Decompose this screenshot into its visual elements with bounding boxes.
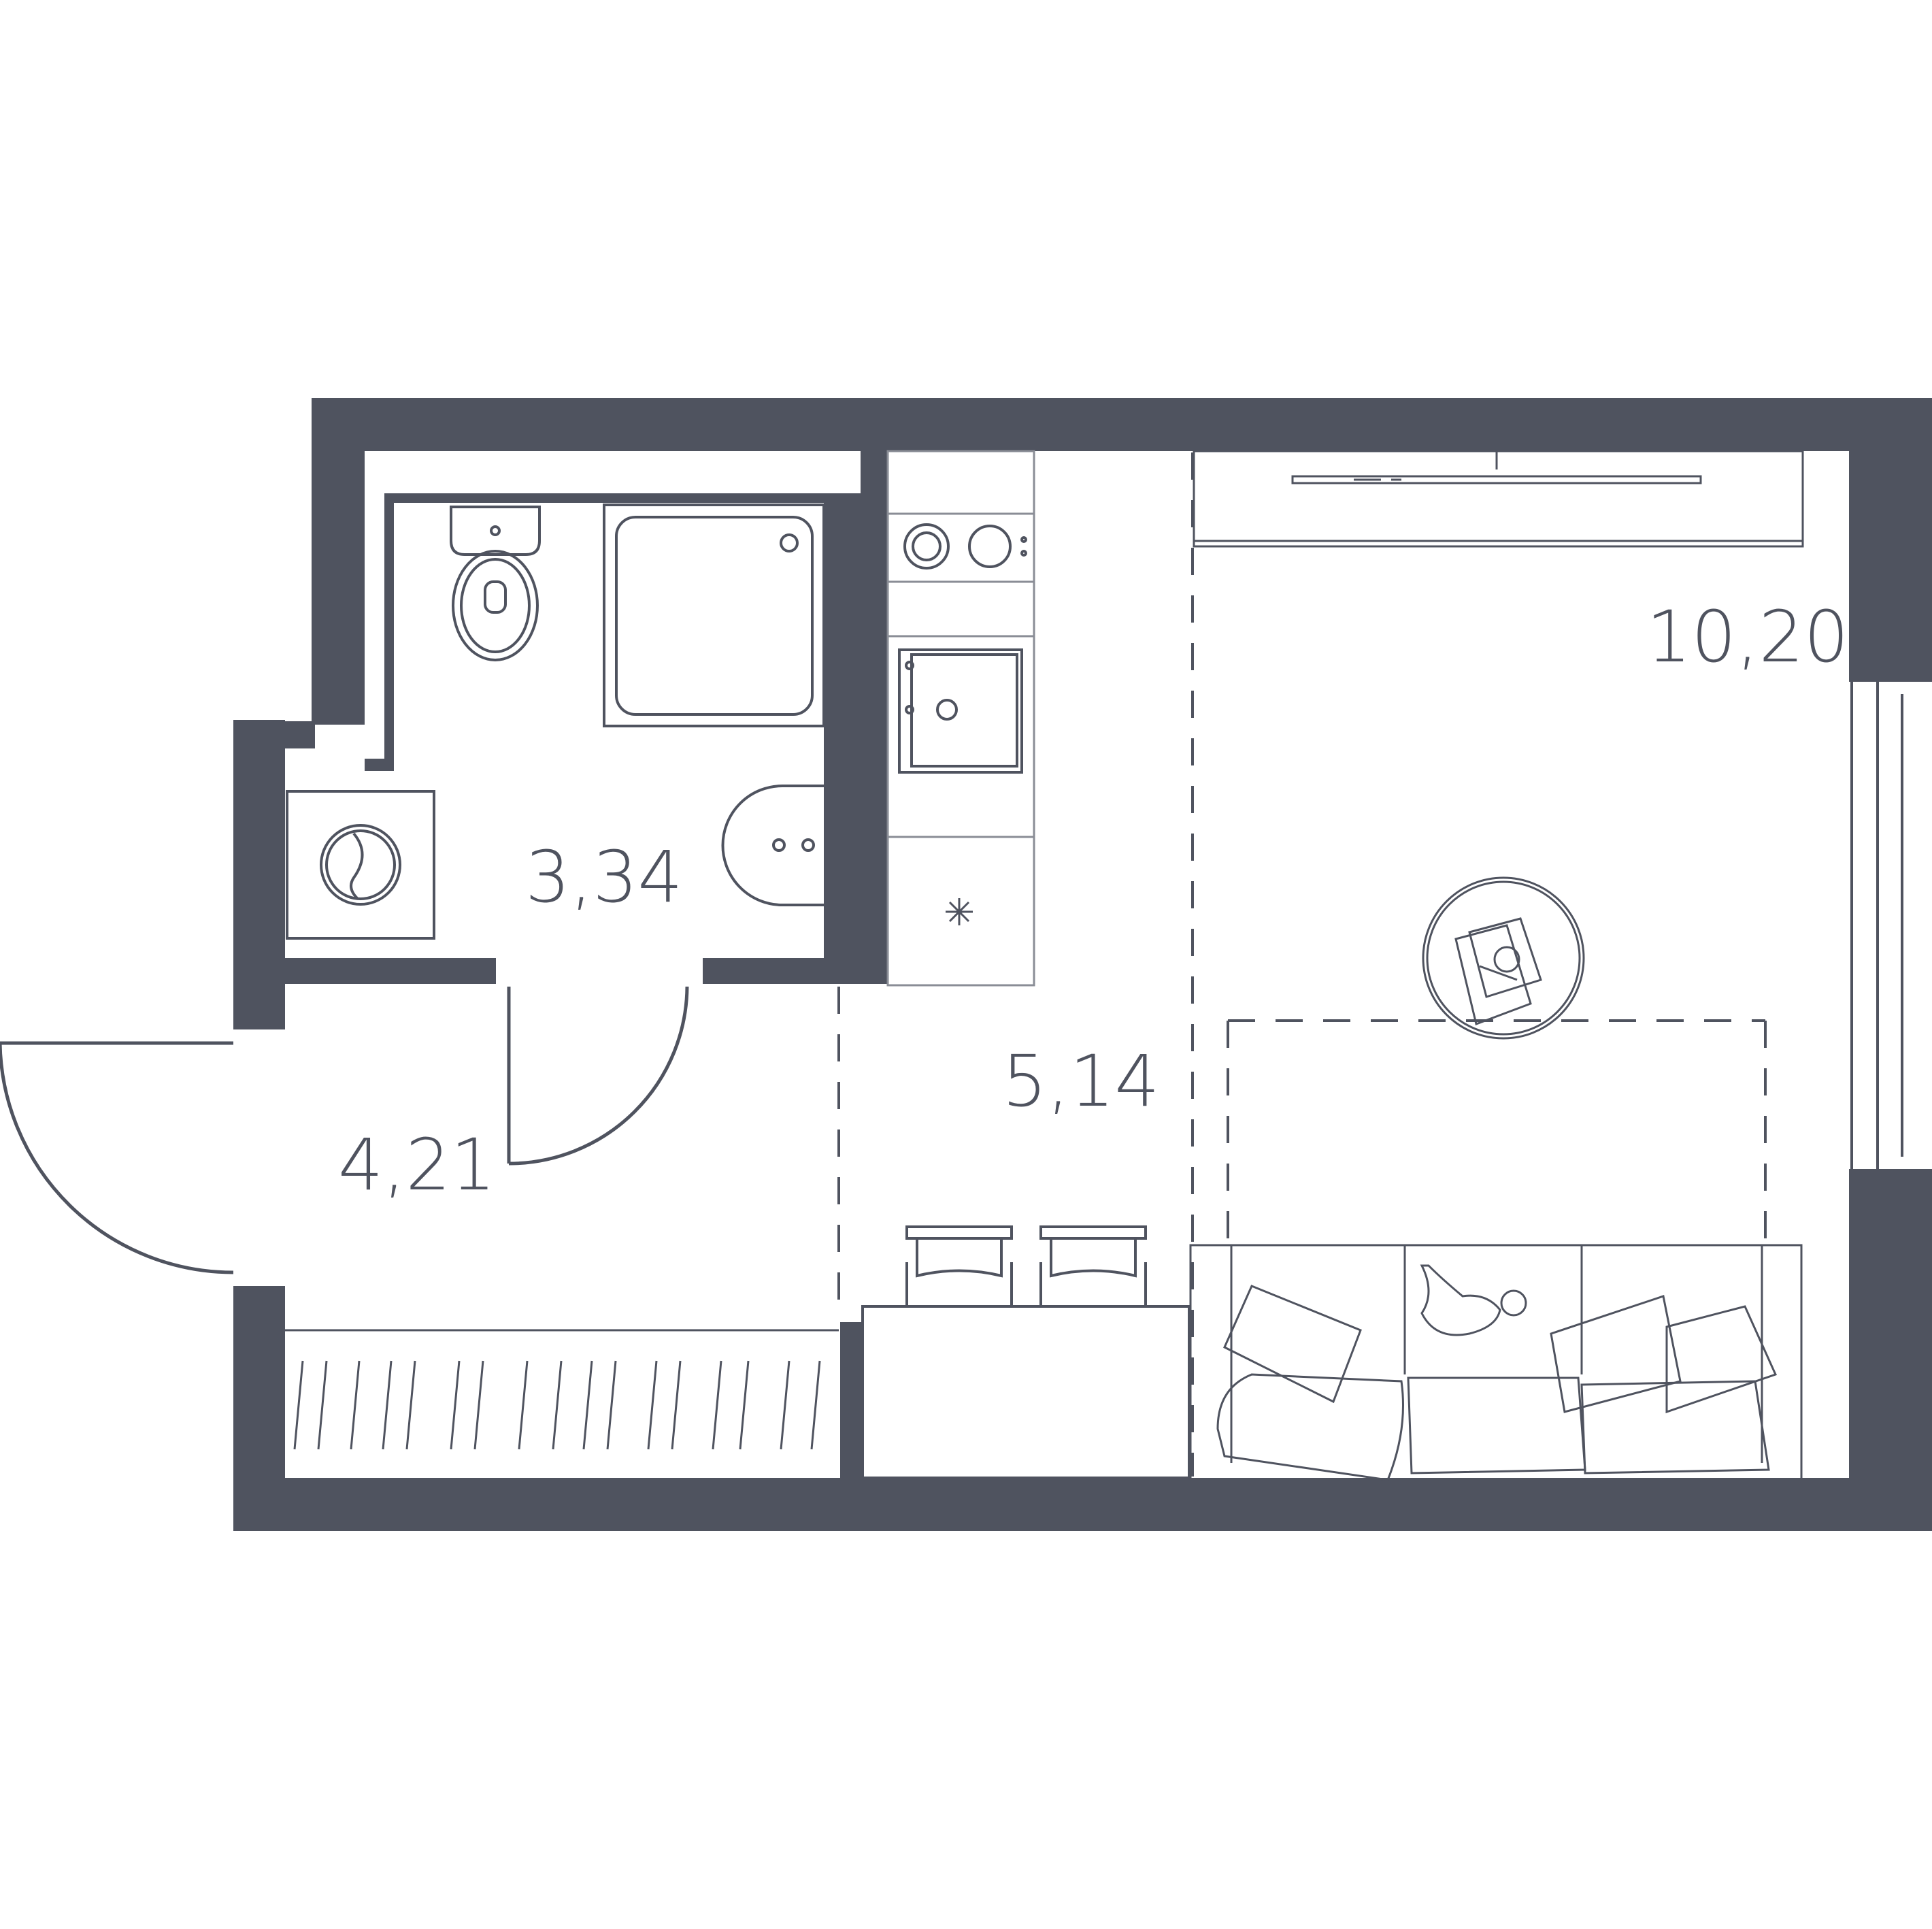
toilet-icon [450,506,541,661]
tv-icon [1193,450,1804,548]
washbasin-icon [721,785,824,906]
hob-icon [903,523,1027,570]
room-labels: 3,34 4,21 5,14 10,20 [338,595,1849,1206]
bathroom-area-label: 3,34 [525,836,683,919]
bathroom-door [507,986,689,1166]
washing-machine-icon [286,790,435,940]
entrance-door [0,1041,234,1274]
living-area-label: 10,20 [1646,595,1849,678]
kitchen-sink-icon [898,648,1023,774]
shower-tray-icon [603,504,825,727]
fridge-icon [946,898,973,925]
kitchen-area-label: 5,14 [1002,1040,1160,1123]
walls [233,398,1932,1531]
window [1849,679,1932,1172]
chair-2 [1039,1225,1147,1306]
hall-area-label: 4,21 [338,1123,496,1206]
hangers [293,1360,821,1450]
wardrobe-icon [285,1329,839,1450]
kitchen-counter [886,450,1035,987]
chair-1 [905,1225,1013,1306]
dining-table-icon [861,1225,1190,1479]
coffee-table-icon [1422,876,1585,1040]
zone-dividers [837,452,1767,1477]
sofa-icon [1189,1244,1803,1481]
